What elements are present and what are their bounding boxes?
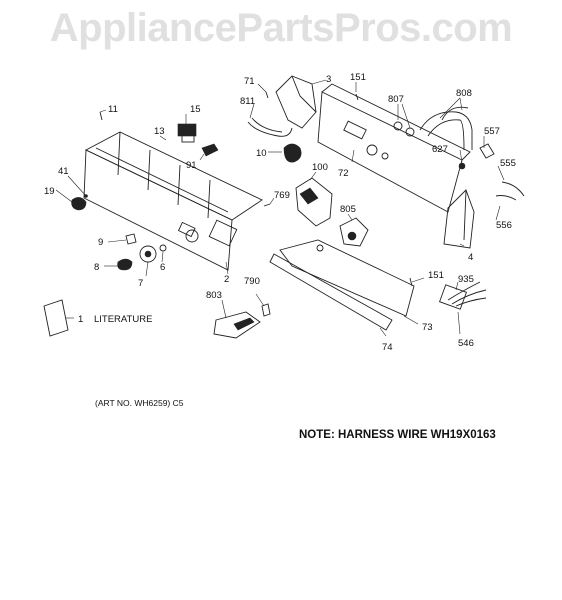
callout-805: 805: [340, 204, 356, 215]
drain-hose: [247, 121, 293, 137]
callout-11: 11: [108, 104, 118, 115]
callout-10: 10: [256, 148, 267, 159]
watermark: AppliancePartsPros.com: [49, 6, 513, 50]
wire-harness: [439, 281, 487, 310]
screw-151a: [355, 93, 359, 101]
callout-2: 2: [224, 274, 229, 285]
screw-769: [263, 203, 271, 207]
leader-lines: [55, 79, 505, 337]
callout-151b: 151: [428, 270, 444, 281]
part-557: [479, 143, 495, 159]
literature-label: LITERATURE: [94, 314, 152, 325]
end-cap-bracket: [443, 189, 475, 249]
callout-556: 556: [496, 220, 512, 231]
timer: [295, 177, 333, 227]
callout-7: 7: [138, 278, 143, 289]
callout-627: 627: [432, 144, 448, 155]
callout-71: 71: [244, 76, 255, 87]
callout-811: 811: [240, 96, 255, 107]
callout-546: 546: [458, 338, 474, 349]
callout-74: 74: [382, 342, 393, 353]
callout-72: 72: [338, 168, 349, 179]
callout-4: 4: [468, 252, 473, 263]
screw-11: [99, 111, 103, 121]
callout-3: 3: [326, 74, 331, 85]
inlet-hoses: [419, 106, 473, 151]
callout-91: 91: [186, 160, 197, 171]
switch: [177, 123, 197, 143]
callout-labels: 71 3 151 811 807 808 11 15 13 557 627 10…: [44, 72, 516, 353]
connector-91: [201, 143, 219, 157]
callout-790: 790: [244, 276, 260, 287]
callout-557: 557: [484, 126, 500, 137]
part-627: [458, 162, 466, 170]
front-control-panel: [83, 131, 263, 271]
callout-13: 13: [154, 126, 165, 137]
callout-935: 935: [458, 274, 474, 285]
callout-151: 151: [350, 72, 366, 83]
callout-555: 555: [500, 158, 516, 169]
callout-41: 41: [58, 166, 69, 177]
screw-151b: [409, 277, 413, 287]
callout-808: 808: [456, 88, 472, 99]
wire-555: [501, 181, 525, 197]
base-rail: [269, 239, 415, 331]
harness-note: NOTE: HARNESS WIRE WH19X0163: [299, 429, 496, 441]
washer-807a: [393, 121, 403, 131]
callout-1: 1: [78, 314, 83, 325]
callout-6: 6: [160, 262, 165, 273]
art-number: (ART NO. WH6259) C5: [95, 398, 184, 408]
water-valve: [339, 217, 369, 247]
literature-booklet: [43, 299, 69, 337]
callout-100: 100: [312, 162, 328, 173]
knob-19: [71, 197, 87, 211]
knob-8: [117, 258, 133, 271]
callout-73: 73: [422, 322, 433, 333]
callout-8: 8: [94, 262, 99, 273]
part-803: [213, 311, 261, 339]
part-790: [261, 303, 271, 317]
part-10: [283, 143, 302, 163]
callout-803: 803: [206, 290, 222, 301]
screw-71: [265, 91, 269, 99]
washer-807b: [405, 127, 415, 137]
callout-769: 769: [274, 190, 290, 201]
part-9: [125, 233, 137, 245]
callout-19: 19: [44, 186, 55, 197]
callout-15: 15: [190, 104, 201, 115]
part-6: [159, 244, 167, 252]
dispenser-bracket: [275, 75, 317, 129]
callout-9: 9: [98, 237, 103, 248]
callout-807: 807: [388, 94, 404, 105]
